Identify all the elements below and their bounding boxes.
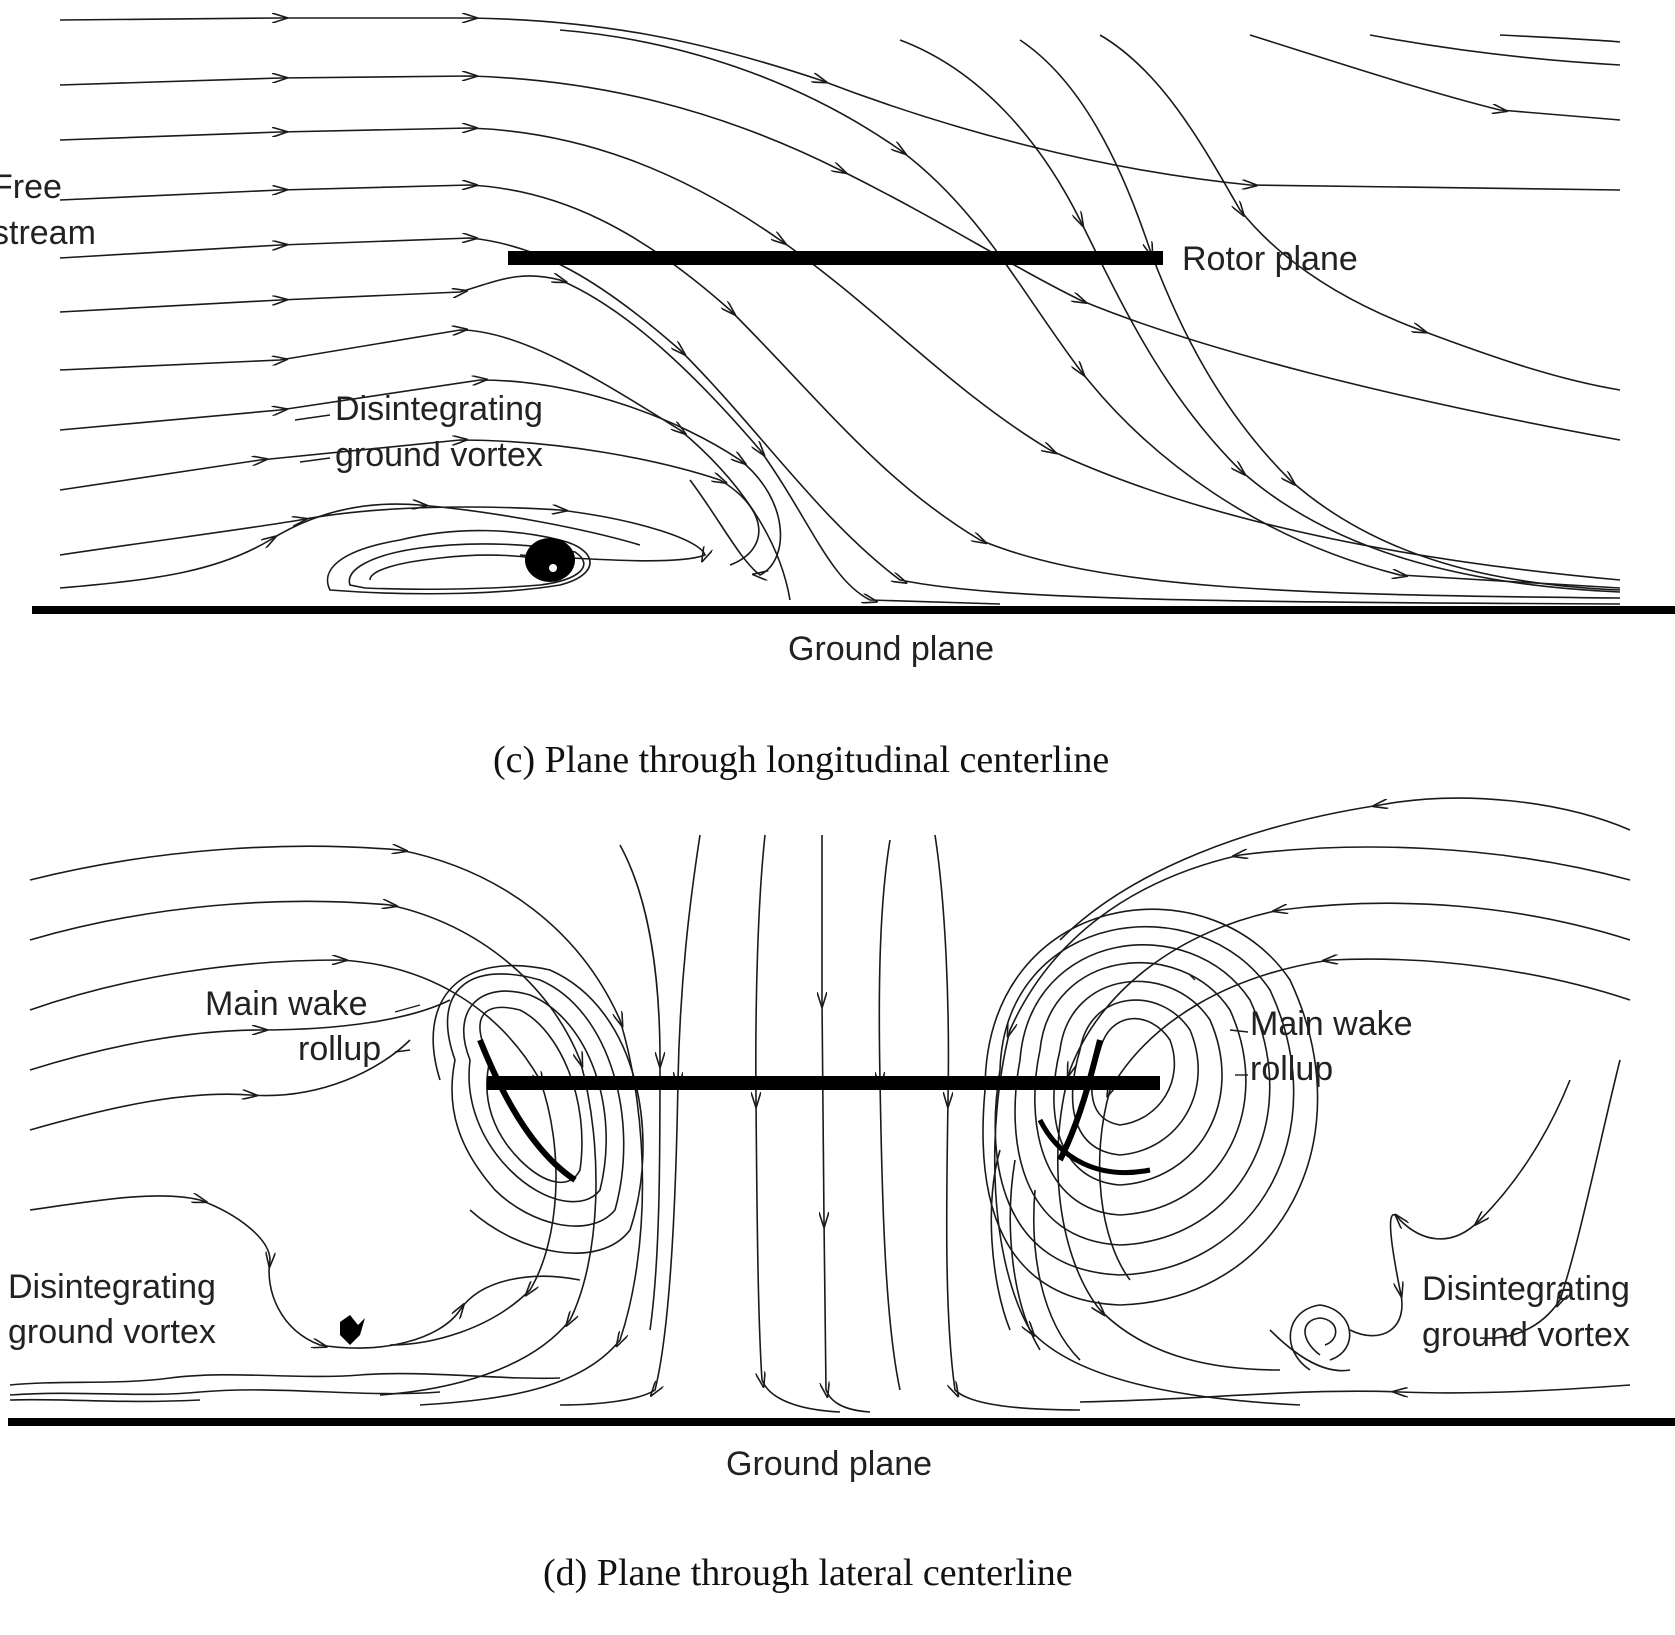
panel-c-free-stream-label-2: stream <box>0 214 96 252</box>
panel-d-ground-plane-label: Ground plane <box>726 1445 932 1483</box>
panel-d-right-vortex-label: Disintegrating <box>1422 1270 1630 1308</box>
panel-d-left-rollup-label: Main wake <box>205 985 368 1023</box>
panel-c-vortex-leader <box>294 414 331 421</box>
panel-c-free-stream-label: Free <box>0 168 62 206</box>
vortex-core-marker <box>525 538 575 582</box>
panel-d-right-rollup-label-2: rollup <box>1250 1050 1333 1088</box>
panel-c-rotor-plane-label: Rotor plane <box>1182 240 1358 278</box>
panel-c-vortex-label: Disintegrating <box>335 390 543 428</box>
panel-c-vortex-label-2: ground vortex <box>335 436 543 474</box>
panel-c: Free stream Rotor plane Disintegrating g… <box>0 18 1675 781</box>
panel-c-ground-vortex <box>326 529 591 595</box>
panel-d-left-ground-vortex <box>340 1315 365 1345</box>
panel-d-streamlines <box>9 797 1631 1413</box>
panel-d-left-rollup-label-2: rollup <box>298 1030 381 1068</box>
panel-d-caption: (d) Plane through lateral centerline <box>543 1552 1073 1594</box>
panel-c-ground-plane-label: Ground plane <box>788 630 994 668</box>
panel-c-caption: (c) Plane through longitudinal centerlin… <box>493 739 1109 781</box>
panel-d-right-rollup-label: Main wake <box>1250 1005 1413 1043</box>
panel-c-streamlines <box>59 18 1621 605</box>
panel-d-right-vortex-label-2: ground vortex <box>1422 1316 1630 1354</box>
panel-d-left-vortex-label-2: ground vortex <box>8 1313 216 1351</box>
panel-d-left-vortex-label: Disintegrating <box>8 1268 216 1306</box>
panel-d: Main wake rollup Main wake rollup Disint… <box>8 797 1675 1594</box>
